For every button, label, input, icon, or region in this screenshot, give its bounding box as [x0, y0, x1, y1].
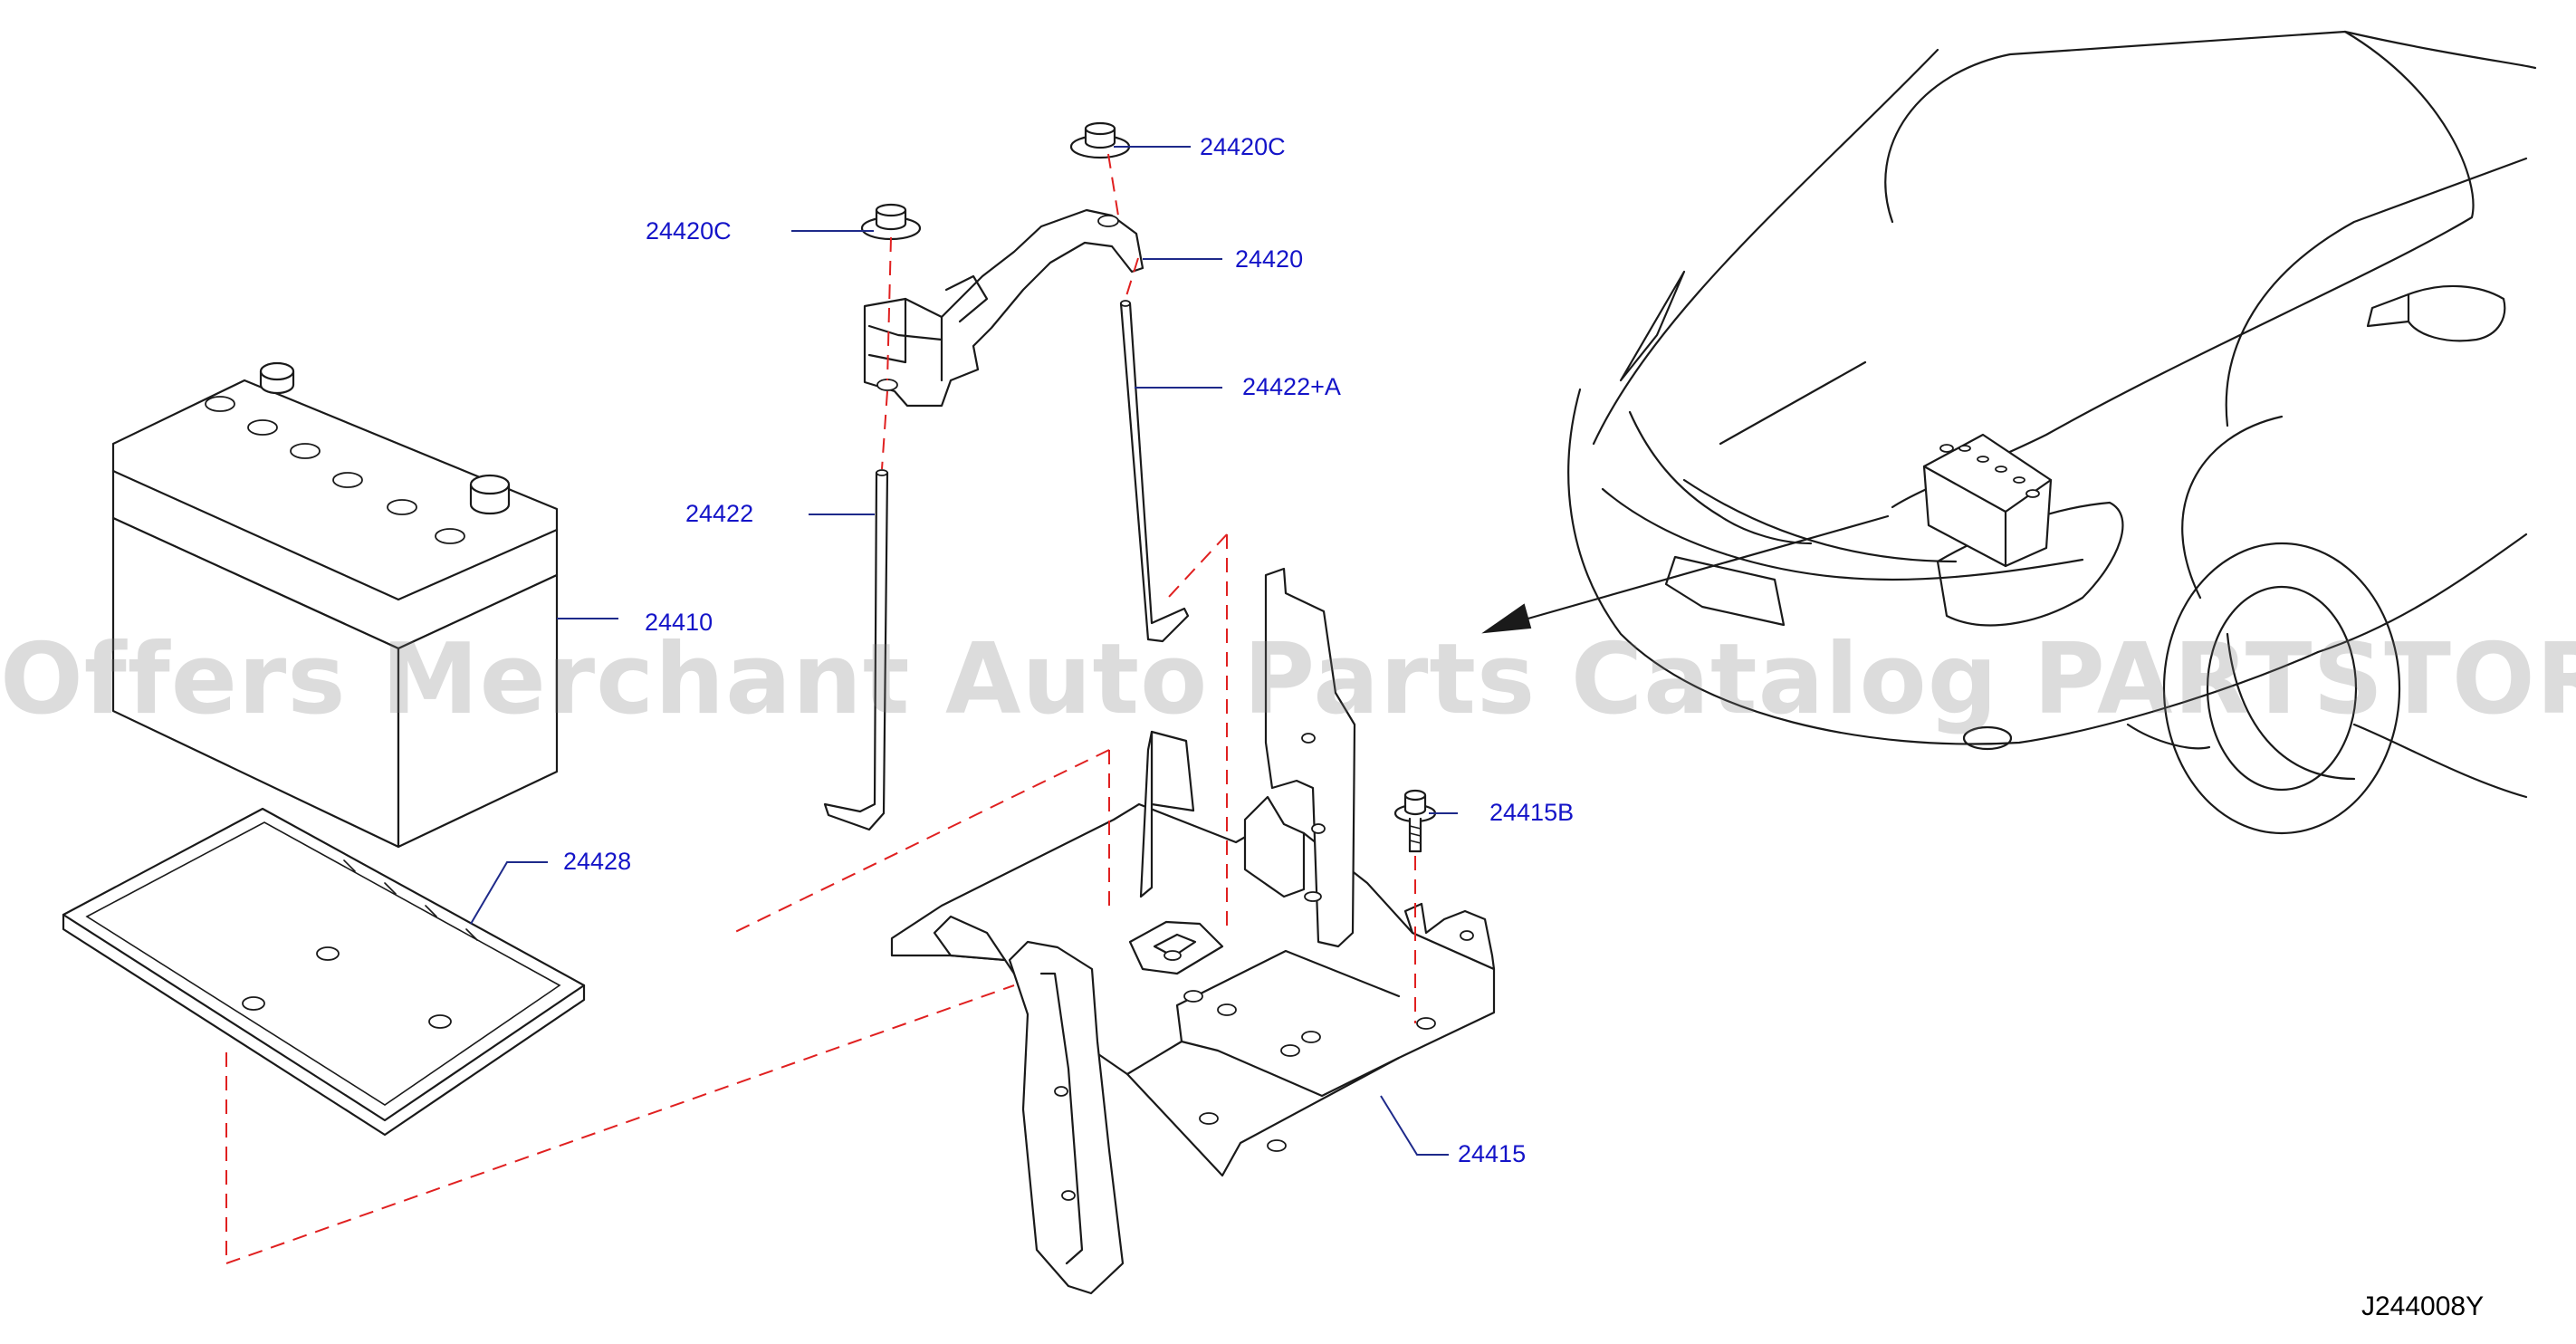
battery-24410 [111, 361, 559, 849]
callout-24420: 24420 [1235, 245, 1304, 273]
location-arrow [1481, 514, 1890, 634]
battery-terminal-positive [469, 474, 511, 515]
callout-24420c-top: 24420C [1200, 133, 1286, 160]
flange-nut-24420c-left [860, 203, 922, 241]
hold-down-bracket-24420 [863, 208, 1144, 408]
battery-location-marker [1922, 433, 2053, 568]
vehicle-location-view [1567, 30, 2537, 835]
hook-rod-24422 [823, 469, 889, 831]
hook-rod-24422-a [1119, 300, 1190, 643]
callout-24420c-left: 24420C [646, 217, 732, 245]
flange-nut-24420c-top [1069, 121, 1131, 159]
callout-24422: 24422 [685, 500, 754, 527]
diagram-code: J244008Y [2361, 1291, 2485, 1321]
battery-tray-24428 [62, 807, 586, 1137]
callout-24422-a: 24422+A [1242, 373, 1341, 400]
battery-cell-caps [205, 396, 465, 544]
battery-support-24415 [890, 567, 1496, 1295]
callout-24428: 24428 [563, 848, 632, 875]
callout-24415b: 24415B [1489, 799, 1575, 826]
watermark-text: Offers Merchant Auto Parts Catalog PARTS… [0, 623, 2576, 736]
bolt-24415b [1393, 789, 1437, 853]
callout-24410: 24410 [645, 609, 713, 636]
callout-24415: 24415 [1458, 1140, 1527, 1167]
battery-terminal-negative [259, 361, 295, 395]
mounting-dash-lines [225, 153, 1416, 1264]
leader-lines [470, 146, 1458, 1156]
